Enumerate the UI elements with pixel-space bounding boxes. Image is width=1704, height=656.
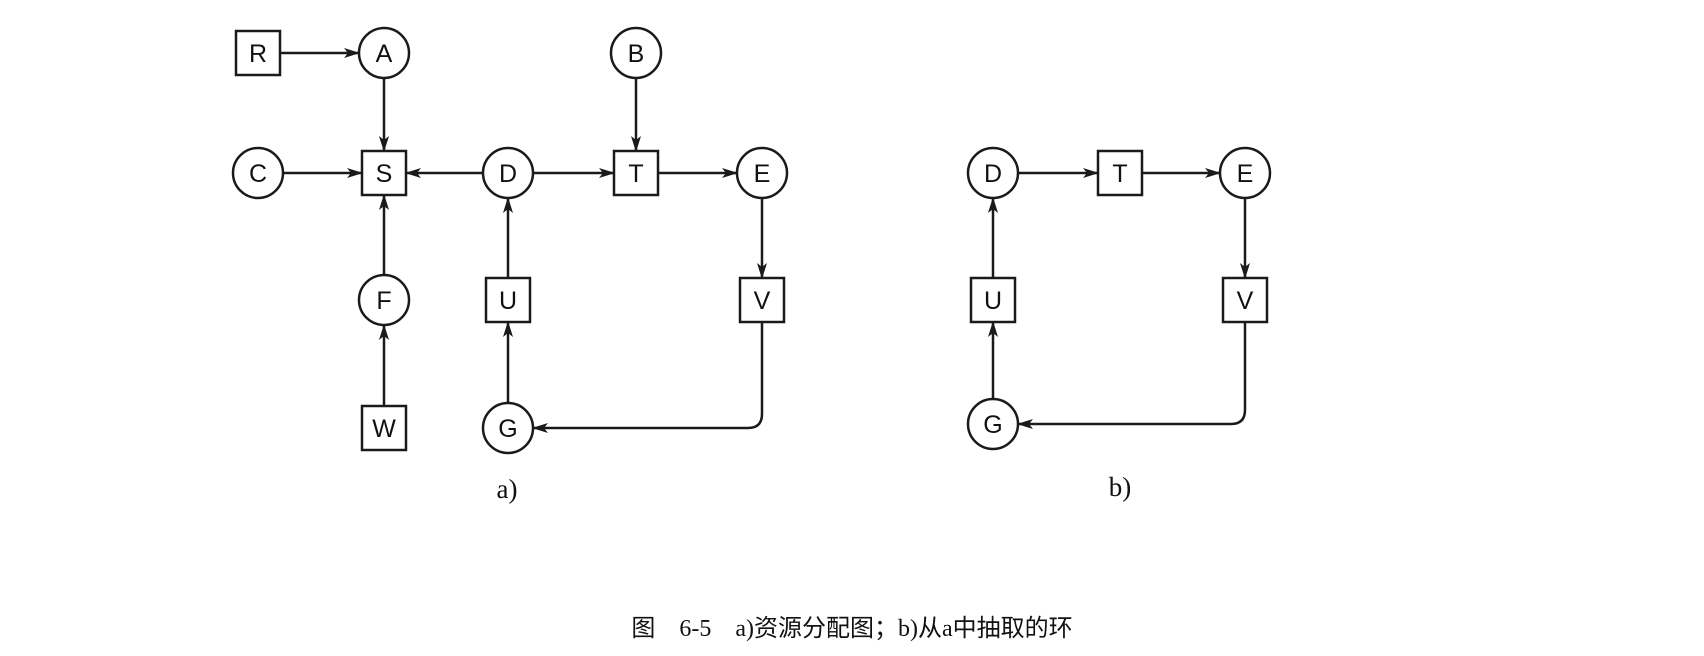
node-label: G — [983, 411, 1002, 439]
process-circle — [735, 146, 789, 200]
subfigure-label-a: a) — [497, 474, 518, 504]
process-circle — [481, 401, 535, 455]
resource-square — [234, 29, 282, 77]
node-a-R: R — [234, 29, 282, 77]
node-label: D — [984, 160, 1002, 188]
node-b-T: T — [1096, 149, 1144, 197]
process-circle — [609, 26, 663, 80]
node-label: D — [499, 160, 517, 188]
node-label: U — [984, 287, 1002, 315]
node-label: B — [628, 40, 645, 68]
resource-square — [360, 404, 408, 452]
node-b-G: G — [966, 397, 1020, 451]
node-label: E — [754, 160, 771, 188]
resource-square — [738, 276, 786, 324]
node-a-V: V — [738, 276, 786, 324]
process-circle — [357, 26, 411, 80]
node-a-W: W — [360, 404, 408, 452]
node-label: V — [754, 287, 771, 315]
node-a-F: F — [357, 273, 411, 327]
node-label: V — [1237, 287, 1254, 315]
node-label: T — [1112, 160, 1127, 188]
node-b-V: V — [1221, 276, 1269, 324]
node-a-B: B — [609, 26, 663, 80]
node-a-T: T — [612, 149, 660, 197]
node-a-U: U — [484, 276, 532, 324]
process-circle — [231, 146, 285, 200]
node-label: A — [376, 40, 393, 68]
resource-square — [1096, 149, 1144, 197]
node-label: T — [628, 160, 643, 188]
node-label: U — [499, 287, 517, 315]
edge-a-V-to-G — [532, 322, 764, 433]
node-a-E: E — [735, 146, 789, 200]
resource-square — [969, 276, 1017, 324]
resource-square — [1221, 276, 1269, 324]
process-circle — [966, 146, 1020, 200]
node-label: E — [1237, 160, 1254, 188]
resource-square — [484, 276, 532, 324]
node-label: S — [376, 160, 393, 188]
subfigure-label-b: b) — [1109, 472, 1132, 502]
edge-b-V-to-G — [1017, 322, 1247, 429]
node-b-D: D — [966, 146, 1020, 200]
node-label: W — [372, 415, 396, 443]
node-a-G: G — [481, 401, 535, 455]
node-label: G — [498, 415, 517, 443]
node-a-S: S — [360, 149, 408, 197]
figure-caption: 图 6-5 a)资源分配图；b)从a中抽取的环 — [631, 616, 1073, 642]
process-circle — [357, 273, 411, 327]
process-circle — [1218, 146, 1272, 200]
node-a-C: C — [231, 146, 285, 200]
node-a-D: D — [481, 146, 535, 200]
process-circle — [481, 146, 535, 200]
resource-square — [612, 149, 660, 197]
diagram-b: D T E U V Gb) — [966, 146, 1272, 502]
process-circle — [966, 397, 1020, 451]
node-b-U: U — [969, 276, 1017, 324]
node-b-E: E — [1218, 146, 1272, 200]
node-a-A: A — [357, 26, 411, 80]
resource-square — [360, 149, 408, 197]
node-label: C — [249, 160, 267, 188]
diagram-a: R A B C S D T E F U V W Ga) — [231, 26, 789, 504]
node-label: R — [249, 40, 267, 68]
node-label: F — [376, 287, 391, 315]
